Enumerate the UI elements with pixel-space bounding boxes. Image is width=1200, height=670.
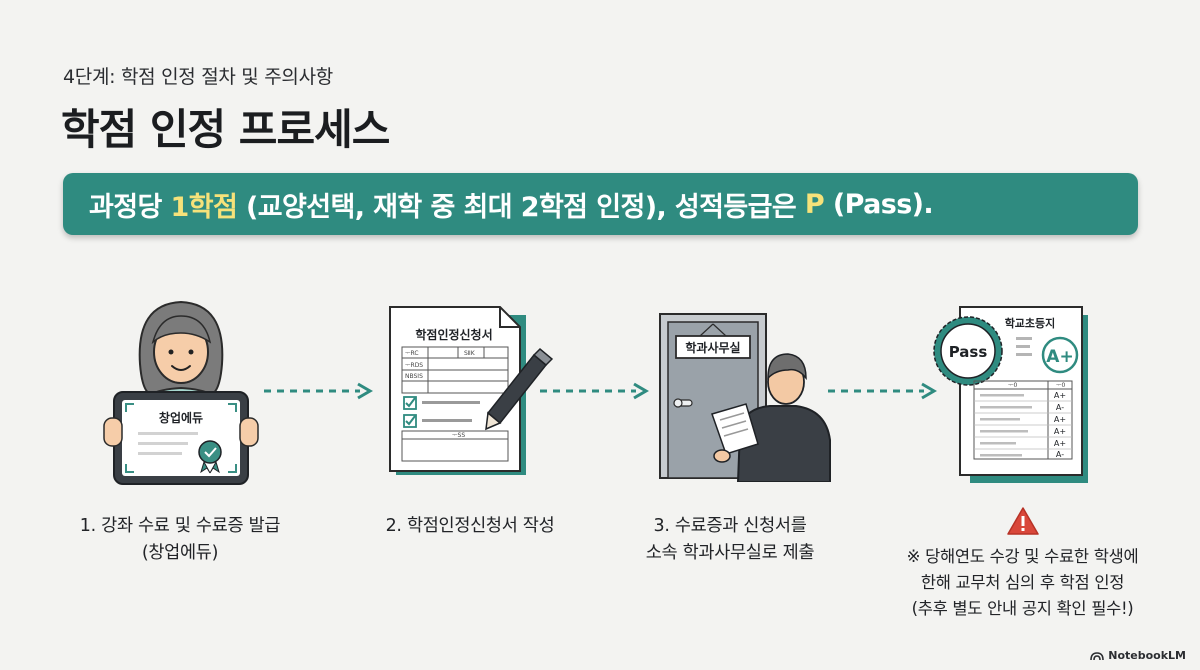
office-door-sign: 학과사무실 — [675, 323, 751, 359]
person-icon — [736, 353, 831, 482]
step-4-caption: ※ 당해연도 수강 및 수료한 학생에 한해 교무처 심의 후 학점 인정 (추… — [880, 544, 1165, 622]
transcript-title: 학교초등지 — [1005, 316, 1056, 330]
step-3-caption: 3. 수료증과 신청서를 소속 학과사무실로 제출 — [600, 513, 860, 567]
warning-icon — [1007, 507, 1039, 535]
tablet-frame: 창업에듀 — [113, 391, 249, 485]
banner-text-1: 과정당 — [89, 191, 171, 223]
grade-cell: A+ — [1054, 427, 1066, 436]
big-grade-text: A+ — [1046, 347, 1073, 367]
seal-check-icon — [198, 440, 222, 474]
form-label: ᅮRC — [405, 350, 419, 357]
form-label: ᅮSS — [452, 432, 465, 439]
application-form-illustration: 학점인정신청서 ᅮRC SⅡK ᅮRDS NBSIS ᅮSS — [389, 306, 553, 475]
grade-cell: A+ — [1054, 415, 1066, 424]
caption-line: (추후 별도 안내 공지 확인 필수!) — [911, 599, 1134, 618]
banner-text-2: (교양선택, 재학 중 최대 2학점 인정), 성적등급은 — [237, 191, 805, 223]
step-1-caption: 1. 강좌 수료 및 수료증 발급 (창업에듀) — [40, 513, 320, 567]
summary-banner: 과정당 1학점 (교양선택, 재학 중 최대 2학점 인정), 성적등급은 P … — [63, 173, 1138, 235]
hand-icon — [103, 417, 259, 447]
form-label: ᅮRDS — [405, 362, 423, 369]
certificate-illustration: 창업에듀 — [103, 300, 259, 485]
arrow-right-icon — [540, 382, 649, 400]
transcript-illustration: 학교초등지 A+ Pass ᅮ0 ᅮ0 A+ A- A+ A+ A+ A- — [933, 306, 1088, 483]
grade-cell: A+ — [1054, 439, 1066, 448]
notebooklm-logo-icon — [1090, 651, 1105, 660]
step-2-caption: 2. 학점인정신청서 작성 — [340, 513, 600, 540]
form-title: 학점인정신청서 — [415, 327, 492, 342]
banner-highlight-credit: 1학점 — [170, 191, 238, 223]
grade-cell: A+ — [1054, 391, 1066, 400]
caption-line: 2. 학점인정신청서 작성 — [385, 516, 555, 536]
table-header: ᅮ0 — [1056, 382, 1066, 389]
door-sign-text: 학과사무실 — [685, 340, 740, 355]
pen-icon — [485, 347, 553, 431]
form-label: SⅡK — [464, 350, 476, 357]
caption-line: 소속 학과사무실로 제출 — [645, 543, 815, 563]
grade-cell: A- — [1056, 450, 1064, 459]
caption-line: 1. 강좌 수료 및 수료증 발급 — [79, 516, 281, 536]
page-subtitle: 4단계: 학점 인정 절차 및 주의사항 — [63, 66, 333, 88]
arrow-right-icon — [828, 382, 937, 400]
banner-highlight-grade: P — [804, 188, 825, 220]
pass-badge-text: Pass — [949, 343, 988, 361]
grade-badge: A+ — [1041, 336, 1079, 374]
notebooklm-watermark: NotebookLM — [1090, 649, 1186, 662]
grade-cell: A- — [1056, 403, 1064, 412]
checkbox-icon — [403, 396, 480, 428]
document-icon — [711, 403, 759, 463]
caption-line: 3. 수료증과 신청서를 — [653, 516, 807, 536]
pass-seal-icon: Pass — [933, 316, 1003, 386]
form-label: NBSIS — [405, 373, 423, 380]
certificate-sign-text: 창업에듀 — [159, 410, 203, 425]
grade-table: ᅮ0 ᅮ0 A+ A- A+ A+ A+ A- — [973, 380, 1073, 460]
brand-text: NotebookLM — [1108, 649, 1186, 662]
caption-line: (창업에듀) — [141, 543, 219, 563]
arrow-right-icon — [264, 382, 373, 400]
office-submit-illustration: 학과사무실 — [659, 313, 831, 482]
table-header: ᅮ0 — [1008, 382, 1018, 389]
page-title: 학점 인정 프로세스 — [61, 105, 390, 154]
caption-line: 한해 교무처 심의 후 학점 인정 — [920, 573, 1125, 592]
caption-line: ※ 당해연도 수강 및 수료한 학생에 — [906, 547, 1139, 566]
banner-text-3: (Pass). — [824, 188, 934, 220]
